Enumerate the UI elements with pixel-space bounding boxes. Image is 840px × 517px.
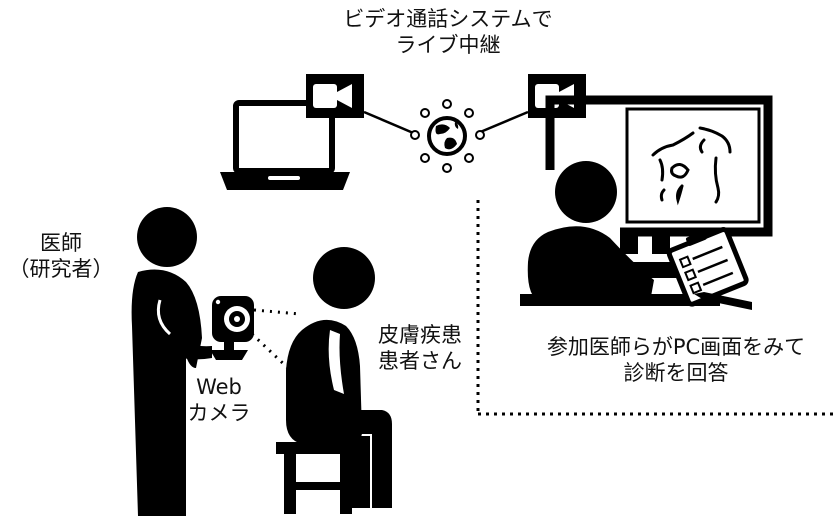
label-participants: 参加医師らがPC画面をみて 診断を回答 (526, 334, 826, 386)
label-line: Web (196, 375, 242, 399)
label-line: （研究者） (8, 257, 114, 281)
label-line: ビデオ通話システムで (343, 7, 553, 31)
label-line: 参加医師らがPC画面をみて (546, 335, 806, 359)
label-line: 医師 (40, 231, 82, 255)
pen-icon (694, 292, 752, 310)
label-line: 患者さん (378, 349, 462, 373)
patient-figure (286, 247, 392, 508)
globe-network-icon (410, 99, 485, 173)
skin-image (651, 126, 732, 206)
label-doctor: 医師 （研究者） (6, 230, 116, 282)
monitor-icon (545, 95, 773, 254)
connection-line (363, 110, 419, 137)
video-camera-icon (306, 74, 364, 118)
label-line: 皮膚疾患 (378, 323, 462, 347)
label-webcam: Web カメラ (174, 374, 264, 426)
label-patient: 皮膚疾患 患者さん (378, 322, 462, 374)
connection-line (477, 110, 529, 135)
label-video-system: ビデオ通話システムで ライブ中継 (318, 6, 578, 58)
label-line: 診断を回答 (623, 361, 729, 385)
clipboard-icon (666, 227, 749, 307)
laptop-icon (220, 100, 350, 190)
webcam-icon (210, 296, 301, 372)
doctor-figure (131, 207, 212, 516)
participant-figure (520, 161, 720, 306)
stool-icon (276, 442, 360, 514)
label-line: ライブ中継 (395, 33, 501, 57)
dotted-boundary (476, 200, 838, 416)
label-line: カメラ (187, 401, 251, 425)
